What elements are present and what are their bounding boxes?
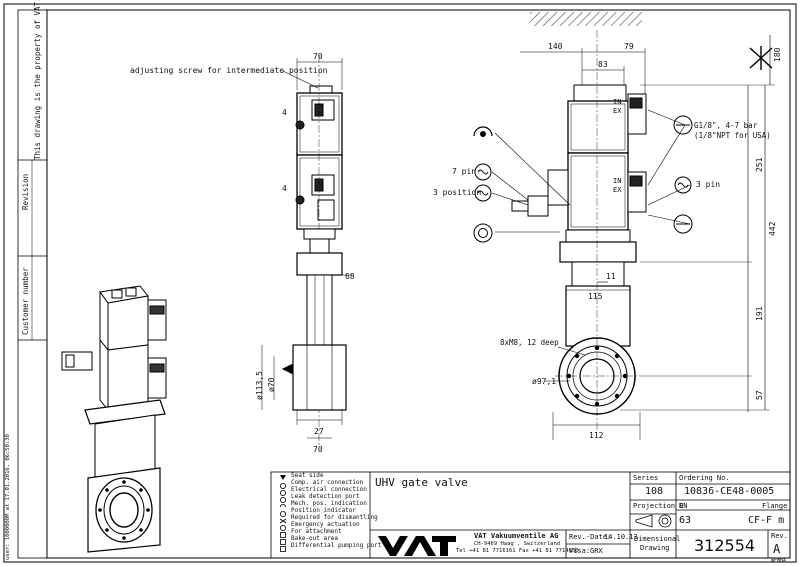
emergency-icon	[673, 214, 693, 234]
legend-item: Differential pumping port	[291, 542, 382, 549]
rev-date-value: 14.10.13	[604, 533, 638, 541]
series-value: 108	[645, 486, 664, 497]
port-npt-callout: (1/8"NPT for USA)	[694, 131, 771, 140]
visa-value: GRX	[590, 547, 603, 555]
dim-191: 191	[755, 306, 764, 321]
dismantling-star-icon	[749, 46, 773, 70]
ordering-label: Ordering No.	[679, 474, 730, 482]
flange-value: CF-F m	[748, 515, 785, 526]
dim-140: 140	[548, 42, 563, 51]
dim-112: 112	[589, 431, 604, 440]
visa-label: Visa:	[569, 547, 591, 555]
in-bottom-label: IN	[613, 177, 622, 185]
company-phone: Tel +41 81 7716161 Fax +41 81 7714830	[456, 548, 579, 554]
dim-79: 79	[624, 42, 634, 51]
side-view	[491, 30, 775, 440]
dim-11: 11	[606, 272, 616, 281]
rev-value: A	[773, 542, 781, 556]
projection-label: Projection E	[633, 502, 684, 510]
legend: Seat side Comp. air connection Electrica…	[291, 472, 381, 549]
ordering-value: 10836-CE48-0005	[684, 486, 775, 497]
legend-item: Comp. air connection	[291, 479, 364, 486]
revision-label: Revision	[21, 173, 30, 210]
legend-item: Emergency actuation	[291, 521, 360, 528]
dim-97-1: ø97,1	[532, 377, 557, 386]
dim-70-top: 70	[313, 52, 323, 61]
position-3-icon	[474, 184, 492, 202]
flange-label: Flange	[762, 502, 788, 510]
front-view	[261, 55, 352, 445]
legend-symbols	[279, 475, 287, 552]
comp-air-icon	[673, 115, 693, 135]
legend-item: Required for dismantling	[291, 514, 378, 521]
dim-83: 83	[598, 60, 608, 69]
series-label: Series	[633, 474, 659, 482]
pin3-callout: 3 pin	[696, 180, 721, 189]
left-strip	[17, 9, 48, 559]
drawing-title: UHV gate valve	[375, 476, 468, 489]
dim-442: 442	[768, 221, 777, 236]
property-notice: This drawing is the property of VAT.	[33, 0, 42, 160]
legend-item: Bake-out area	[291, 535, 338, 542]
drawing-type-2: Drawing	[640, 544, 670, 552]
bolt-holes-callout: 8xM8, 12 deep	[500, 338, 559, 347]
adjusting-screw-callout: adjusting screw for intermediate positio…	[130, 66, 328, 75]
dim-57: 57	[755, 390, 764, 400]
dim-4-b: 4	[282, 184, 287, 193]
isometric-view	[61, 285, 167, 553]
symbols	[473, 46, 773, 243]
user-stamp: user: 1000000M at 17.01.2016, 06:50:30	[5, 434, 11, 560]
vat-logo	[378, 536, 456, 556]
port-g-callout: G1/8", 4-7 bar	[694, 121, 758, 130]
dim-70-left: ø70	[267, 377, 276, 392]
dim-113-5: ø113,5	[255, 371, 264, 400]
dim-251: 251	[755, 157, 764, 172]
dim-27: 27	[314, 427, 324, 436]
drawing-number: 312554	[694, 536, 756, 555]
dim-4-a: 4	[282, 108, 287, 117]
hatch-mark	[530, 12, 642, 26]
title-block-lines	[270, 471, 791, 559]
mech-pos-indication-icon	[473, 126, 493, 137]
dim-115: 115	[588, 292, 603, 301]
legend-item: Leak detection port	[291, 493, 360, 500]
electrical-7pin-icon	[474, 163, 492, 181]
legend-item: Mech. pos. indication	[291, 500, 367, 507]
dim-180: 180	[773, 47, 782, 62]
leak-detection-icon	[473, 223, 493, 243]
outer-border	[3, 3, 797, 563]
legend-item: Position indicator	[291, 507, 357, 514]
rev-label: Rev.	[771, 532, 788, 540]
in-top-label: IN	[613, 98, 622, 106]
dim-68: 68	[345, 272, 355, 281]
legend-item: Seat side	[291, 472, 324, 479]
legend-item: Electrical connection	[291, 486, 367, 493]
customer-number-label: Customer number	[21, 267, 30, 335]
ex-top-label: EX	[613, 107, 622, 115]
company-address: CH-9469 Haag , Switzerland	[474, 541, 561, 547]
pin7-callout: 7 pin	[452, 167, 477, 176]
rev-date-label: Rev.-Date:	[569, 533, 612, 541]
company-name: VAT Vakuumventile AG	[474, 532, 559, 540]
electrical-3pin-icon	[674, 176, 692, 194]
legend-item: For attachment	[291, 528, 342, 535]
sheet-footer: WEMBA	[771, 558, 787, 564]
drawing-type-1: Dimensional	[634, 535, 681, 543]
dn-label: DN	[679, 502, 688, 510]
pos3-callout: 3 position	[433, 188, 482, 197]
dn-value: 63	[679, 515, 692, 526]
ex-bottom-label: EX	[613, 186, 622, 194]
dim-70-bottom: 70	[313, 445, 323, 454]
